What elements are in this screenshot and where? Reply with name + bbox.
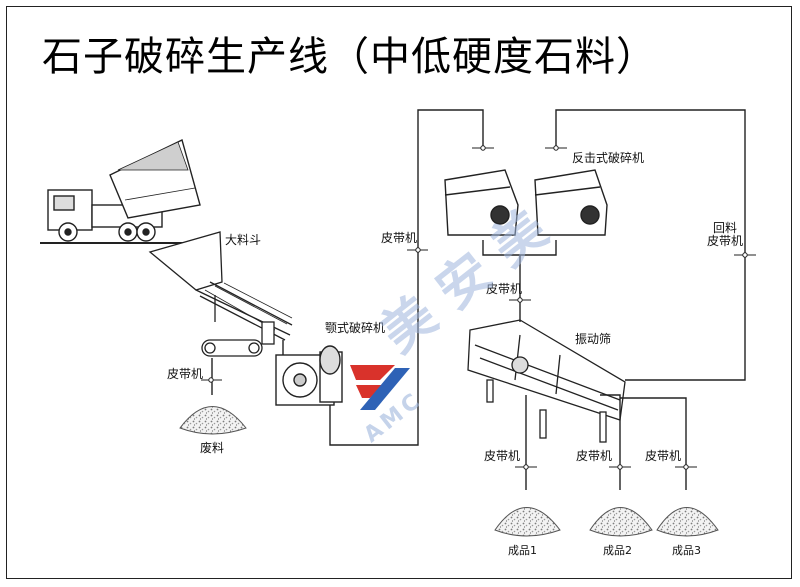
hopper-label: 大料斗: [225, 233, 262, 247]
amc-logo: [350, 365, 410, 410]
product3-pile: [656, 507, 719, 537]
belt-return-line1: 回料: [713, 221, 738, 235]
dump-truck: [40, 139, 205, 244]
impact-crusher-label: 反击式破碎机: [572, 151, 645, 165]
belt-return-label: 回料 皮带机: [707, 221, 744, 249]
product1-label: 成品1: [508, 544, 537, 557]
stockpiles: [179, 406, 719, 537]
belt-p1-label: 皮带机: [484, 449, 521, 463]
belt-return-line2: 皮带机: [707, 234, 744, 249]
belt-marker-top-right: [545, 145, 567, 151]
belt-center-label: 皮带机: [486, 282, 523, 296]
waste-belt: [201, 339, 263, 357]
belt-marker-left: [201, 377, 222, 383]
belt-marker-p1: [515, 464, 537, 470]
belt-marker-p2: [609, 464, 631, 470]
product1-pile: [494, 507, 561, 537]
belt-marker-top-left: [472, 145, 494, 151]
waste-pile: [179, 406, 247, 435]
jaw-crusher-label: 颚式破碎机: [325, 321, 386, 335]
product3-label: 成品3: [672, 544, 701, 557]
belt-marker-center: [509, 297, 531, 303]
hopper-feeder: [148, 231, 293, 345]
belt-marker-jaw: [407, 247, 428, 253]
belt-p3-label: 皮带机: [645, 449, 682, 463]
flow-lines: [211, 109, 746, 490]
belt-left-label: 皮带机: [167, 367, 204, 381]
belt-markers: [201, 145, 756, 470]
belt-marker-return: [734, 252, 756, 258]
belt-jaw-out-label: 皮带机: [381, 231, 418, 245]
belt-marker-p3: [675, 464, 697, 470]
vibrating-screen-label: 振动筛: [575, 332, 612, 346]
page-title: 石子破碎生产线（中低硬度石料）: [42, 34, 657, 80]
impact-crusher-right: [534, 169, 608, 236]
belt-p2-label: 皮带机: [576, 449, 613, 463]
impact-crusher-left: [444, 169, 519, 236]
jaw-crusher: [275, 340, 343, 406]
waste-label: 废料: [200, 441, 225, 455]
product2-pile: [589, 507, 653, 537]
product2-label: 成品2: [603, 544, 632, 557]
vibrating-screen: [467, 319, 626, 443]
diagram-frame: [6, 6, 792, 579]
